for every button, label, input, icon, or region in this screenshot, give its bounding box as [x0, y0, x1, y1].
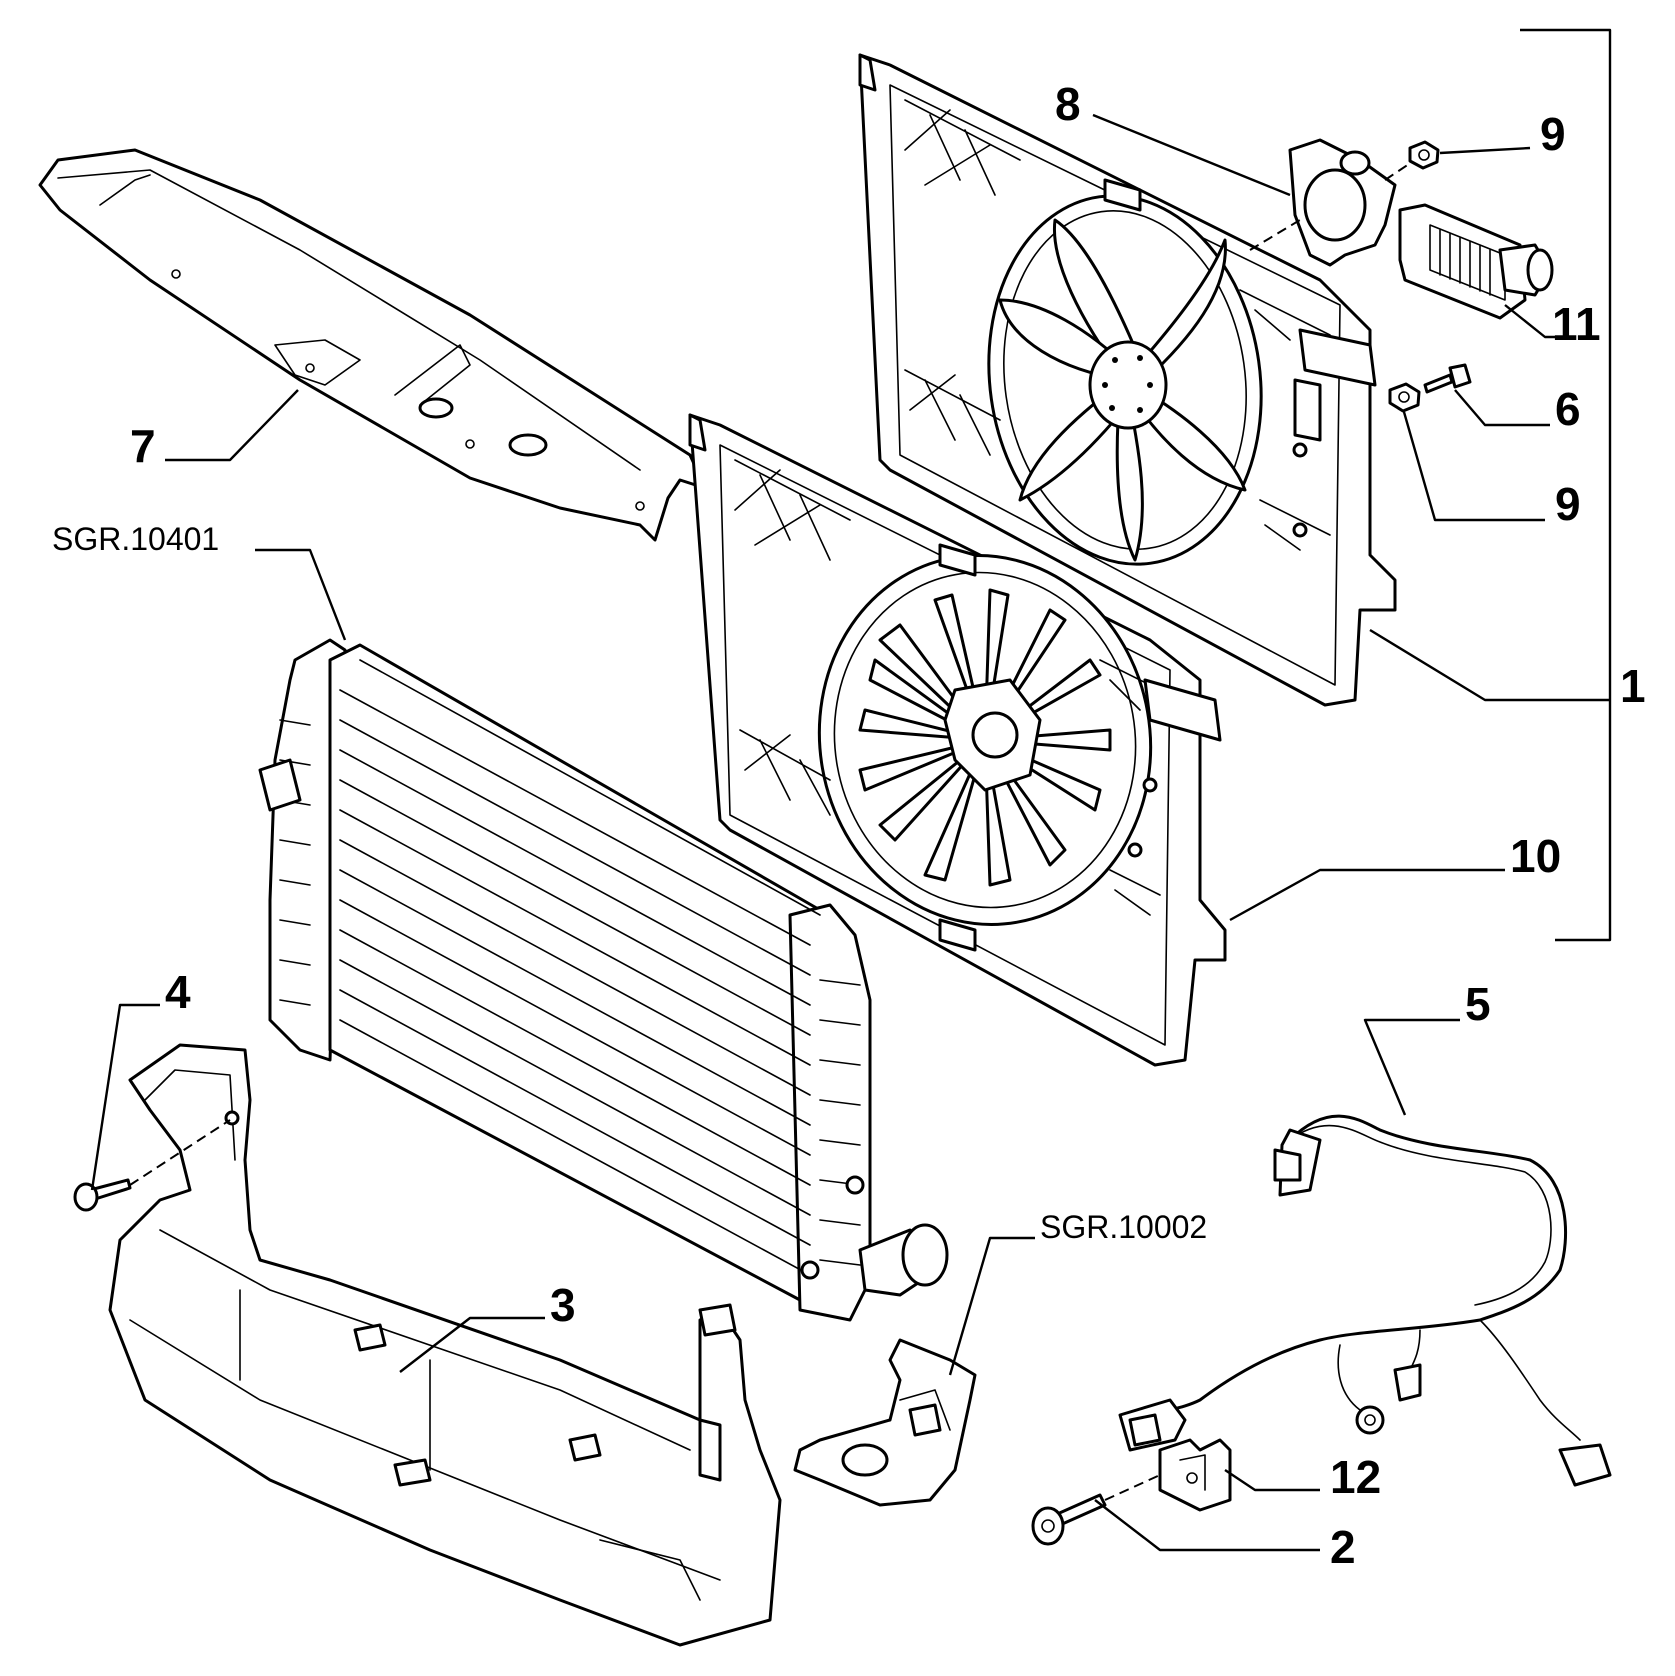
- leader-8: [1092, 113, 1291, 197]
- leader-3: [399, 1316, 545, 1373]
- radiator: [258, 638, 949, 1322]
- fan-motor-cover-plate: [1288, 138, 1397, 267]
- callout-5: 5: [1465, 978, 1491, 1030]
- fan-control-resistor: [1398, 203, 1554, 320]
- axis-line-nut-upper: [1384, 161, 1413, 181]
- callout-10: 10: [1510, 830, 1561, 882]
- reference-sgr-10002: SGR.10002: [1040, 1209, 1207, 1245]
- bolt-fan-mount: [1423, 363, 1472, 394]
- bolt-lower-deflector: [73, 1178, 132, 1212]
- callout-9-lower: 9: [1555, 478, 1581, 530]
- leader-sgr-10401: [255, 548, 347, 641]
- axis-line-bolt-2: [1104, 1474, 1161, 1501]
- fan-wiring-harness: [1118, 1114, 1612, 1487]
- nut-lower: [1388, 382, 1421, 413]
- leader-9b: [1402, 411, 1545, 522]
- axis-line-bolt-4: [129, 1119, 231, 1186]
- leader-9a: [1439, 146, 1531, 155]
- fan-shroud-assembly-rear: [858, 53, 1397, 707]
- callout-1: 1: [1620, 660, 1646, 712]
- callout-3: 3: [550, 1279, 576, 1331]
- callout-4: 4: [165, 966, 191, 1018]
- leader-4: [90, 1003, 160, 1191]
- leader-6: [1454, 389, 1550, 427]
- callout-7: 7: [130, 420, 156, 472]
- leader-sgr-10002: [948, 1236, 1035, 1376]
- callout-9-upper: 9: [1540, 108, 1566, 160]
- callout-11: 11: [1552, 298, 1601, 350]
- callout-6: 6: [1555, 383, 1581, 435]
- callout-8: 8: [1055, 78, 1081, 130]
- retaining-clip: [1158, 1438, 1232, 1512]
- leader-11: [1504, 304, 1570, 339]
- callout-2: 2: [1330, 1521, 1356, 1573]
- nut-upper: [1408, 140, 1440, 170]
- leader-10: [1229, 868, 1505, 922]
- group-bracket: [1520, 28, 1612, 942]
- axis-line-motor-cover: [1249, 219, 1301, 251]
- leader-2: [1094, 1499, 1320, 1552]
- leader-7: [165, 389, 299, 462]
- lower-air-deflector: [108, 1043, 782, 1647]
- leader-12: [1224, 1469, 1320, 1492]
- fan-shroud-assembly-front: [688, 413, 1227, 1067]
- callout-12: 12: [1330, 1451, 1381, 1503]
- reference-sgr-10401: SGR.10401: [52, 521, 219, 557]
- radiator-fins: [339, 689, 811, 1276]
- mounting-bracket: [793, 1338, 977, 1507]
- leader-5: [1363, 1018, 1460, 1116]
- bolt-clip: [1031, 1493, 1107, 1546]
- upper-air-deflector-panel: [38, 148, 707, 542]
- leader-1: [1369, 628, 1610, 702]
